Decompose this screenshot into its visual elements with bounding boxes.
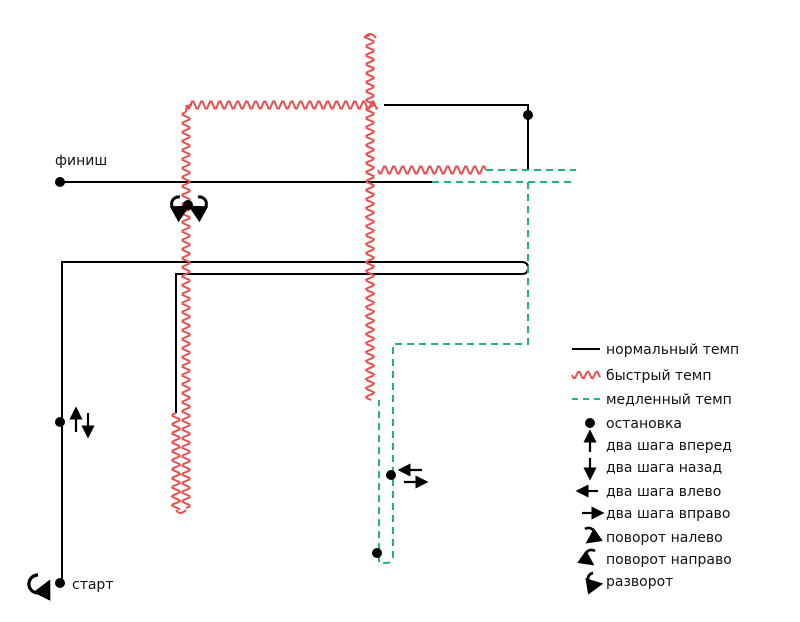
legend-item: два шага вправо — [582, 506, 730, 522]
legend-label: остановка — [606, 416, 682, 432]
stop-dot-right — [523, 110, 533, 120]
legend-label: два шага влево — [606, 484, 721, 500]
fast-segment-4 — [377, 165, 487, 175]
u-turn-left-icon — [169, 195, 190, 223]
legend-item: нормальный темп — [572, 342, 739, 358]
u-turn-icon — [585, 571, 604, 595]
finish-stop-dot — [55, 177, 65, 187]
legend-item: два шага вперед — [583, 429, 732, 454]
stop-dot-sidestep — [386, 470, 396, 480]
legend-label: два шага назад — [606, 460, 722, 476]
legend-item: остановка — [585, 416, 682, 432]
start-label: старт — [72, 577, 113, 593]
legend-item: медленный темп — [572, 392, 732, 408]
stop-dot-icon — [585, 418, 595, 428]
turn-left-icon — [584, 526, 603, 544]
legend-label: быстрый темп — [606, 368, 712, 384]
legend-label: поворот направо — [606, 552, 732, 568]
stop-dot-uturn — [183, 200, 193, 210]
legend-item: два шага назад — [583, 458, 722, 481]
legend-item: поворот налево — [584, 526, 723, 546]
fast-connector-top-left — [185, 104, 193, 113]
legend-item: быстрый темп — [571, 368, 712, 384]
slow-segment-0 — [432, 169, 576, 183]
legend-item: разворот — [585, 571, 673, 595]
u-turn-right-icon — [188, 195, 209, 223]
route-marks — [27, 110, 533, 601]
turn-right-icon — [577, 548, 596, 566]
stop-dot-left — [55, 417, 65, 427]
slow-pace-route — [378, 169, 576, 564]
fast-pace-route — [170, 33, 487, 514]
legend-item: поворот направо — [577, 548, 732, 568]
legend-label: разворот — [606, 574, 673, 590]
fast-connector-top — [363, 33, 377, 39]
stop-dot-slow-end — [372, 548, 382, 558]
start-u-turn-icon — [27, 573, 51, 601]
fast-segment-3 — [364, 34, 376, 401]
fast-segment-0 — [170, 412, 182, 511]
wavy-line-icon — [571, 370, 601, 380]
legend-label: два шага вправо — [606, 506, 730, 522]
fast-segment-2 — [185, 100, 378, 110]
finish-label: финиш — [55, 153, 107, 169]
start-stop-dot — [55, 578, 65, 588]
legend-label: медленный темп — [606, 392, 732, 408]
legend-item: два шага влево — [575, 484, 721, 500]
normal-segment-0 — [61, 261, 530, 583]
fast-segment-1 — [181, 111, 191, 509]
legend-label: поворот налево — [606, 530, 723, 546]
slow-segment-1 — [378, 182, 529, 564]
legend: нормальный темп быстрый темп медленный тем… — [571, 342, 739, 595]
fast-connector-bottom — [175, 509, 187, 514]
legend-label: два шага вперед — [606, 438, 732, 454]
normal-segment-3 — [384, 104, 529, 170]
legend-label: нормальный темп — [606, 342, 739, 358]
